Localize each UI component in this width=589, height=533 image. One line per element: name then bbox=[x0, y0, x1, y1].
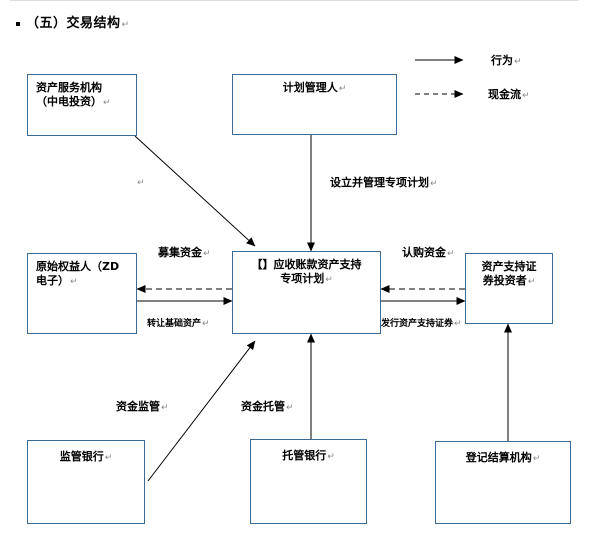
label-establish-manage-text: 设立并管理专项计划 bbox=[330, 176, 429, 189]
node-original-owner: 原始权益人（ZD 电子）↵ bbox=[27, 253, 137, 334]
legend-behavior-text: 行为 bbox=[491, 54, 513, 67]
node-registrar-line1: 登记结算机构↵ bbox=[444, 451, 562, 466]
paragraph-mark-icon: ↵ bbox=[430, 179, 438, 189]
paragraph-mark-icon: ↵ bbox=[327, 452, 335, 462]
node-custodian-bank-text: 托管银行 bbox=[282, 449, 327, 462]
label-issue-securities: 发行资产支持证券↵ bbox=[381, 318, 462, 330]
paragraph-mark-icon: ↵ bbox=[532, 454, 541, 464]
node-custodian-bank-line1: 托管银行↵ bbox=[259, 449, 358, 464]
node-plan-manager-line1: 计划管理人↵ bbox=[241, 81, 388, 96]
node-supervisor-bank-text: 监管银行 bbox=[59, 450, 104, 463]
label-fund-custody: 资金托管↵ bbox=[241, 401, 294, 414]
paragraph-mark-icon: ↵ bbox=[70, 277, 78, 287]
paragraph-mark-icon: ↵ bbox=[286, 403, 294, 413]
node-special-plan-line1: 【】应收账款资产支持 bbox=[251, 258, 362, 271]
label-issue-securities-text: 发行资产支持证券 bbox=[381, 319, 454, 329]
paragraph-mark-icon: ↵ bbox=[121, 20, 130, 30]
paragraph-mark-icon: ↵ bbox=[161, 403, 169, 413]
node-registrar: 登记结算机构↵ bbox=[435, 441, 571, 524]
paragraph-mark-icon: ↵ bbox=[338, 84, 347, 94]
label-fund-supervision-text: 资金监管 bbox=[116, 400, 160, 413]
node-investors-line2: 券投资者↵ bbox=[474, 274, 544, 289]
node-special-plan-line2: 专项计划↵ bbox=[241, 272, 372, 287]
node-registrar-text: 登记结算机构 bbox=[465, 451, 532, 464]
edge-service-to-plan bbox=[134, 135, 256, 247]
node-investors: 资产支持证 券投资者↵ bbox=[465, 253, 553, 324]
node-investors-line2-text: 券投资者 bbox=[482, 274, 527, 287]
paragraph-mark-icon: ↵ bbox=[104, 453, 113, 463]
node-asset-service-line2-text: （中电投资） bbox=[36, 95, 102, 108]
node-plan-manager: 计划管理人↵ bbox=[232, 74, 397, 135]
label-subscribe-funds: 认购资金↵ bbox=[402, 247, 455, 260]
label-transfer-assets: 转让基础资产↵ bbox=[147, 318, 210, 330]
legend-cashflow-text: 现金流 bbox=[488, 88, 521, 101]
paragraph-mark-icon: ↵ bbox=[203, 249, 211, 259]
label-subscribe-funds-text: 认购资金 bbox=[402, 246, 446, 259]
label-fund-custody-text: 资金托管 bbox=[241, 400, 285, 413]
node-original-owner-line1: 原始权益人（ZD bbox=[36, 260, 120, 273]
node-special-plan: 【】应收账款资产支持 专项计划↵ bbox=[232, 251, 381, 334]
node-supervisor-bank-line1: 监管银行↵ bbox=[36, 450, 136, 465]
label-raise-funds-text: 募集资金 bbox=[158, 246, 202, 259]
label-transfer-assets-text: 转让基础资产 bbox=[147, 319, 202, 329]
heading-text: （五）交易结构 bbox=[26, 16, 121, 31]
page-top-border bbox=[10, 0, 579, 1]
node-asset-service: 资产服务机构 （中电投资）↵ bbox=[27, 74, 137, 136]
node-supervisor-bank: 监管银行↵ bbox=[27, 440, 145, 524]
legend-behavior-label: 行为↵ bbox=[491, 52, 522, 68]
paragraph-mark-icon: ↵ bbox=[527, 277, 536, 287]
node-original-owner-line2-text: 电子） bbox=[36, 274, 69, 287]
edge-supervisor-to-plan bbox=[147, 340, 256, 482]
paragraph-mark-icon: ↵ bbox=[522, 91, 530, 101]
section-heading: （五）交易结构↵ bbox=[16, 12, 130, 31]
paragraph-mark-icon: ↵ bbox=[454, 319, 462, 329]
node-original-owner-line2: 电子）↵ bbox=[36, 274, 128, 289]
label-fund-supervision: 资金监管↵ bbox=[116, 401, 169, 414]
node-asset-service-line1: 资产服务机构 bbox=[36, 81, 102, 94]
node-asset-service-line2: （中电投资）↵ bbox=[36, 95, 128, 110]
paragraph-mark-icon: ↵ bbox=[103, 98, 111, 108]
paragraph-mark-icon: ↵ bbox=[514, 57, 522, 67]
paragraph-mark-icon: ↵ bbox=[137, 178, 145, 188]
node-plan-manager-text: 计划管理人 bbox=[282, 81, 338, 94]
node-special-plan-line2-text: 专项计划 bbox=[280, 272, 325, 285]
bullet-icon bbox=[16, 21, 20, 26]
paragraph-mark-icon: ↵ bbox=[325, 275, 333, 285]
label-raise-funds: 募集资金↵ bbox=[158, 247, 211, 260]
paragraph-mark-icon: ↵ bbox=[447, 249, 455, 259]
label-establish-manage: 设立并管理专项计划↵ bbox=[330, 177, 438, 190]
node-investors-line1: 资产支持证 bbox=[481, 260, 537, 273]
legend-cashflow-label: 现金流↵ bbox=[488, 86, 530, 102]
node-custodian-bank: 托管银行↵ bbox=[250, 439, 367, 524]
paragraph-mark-icon: ↵ bbox=[202, 319, 210, 329]
